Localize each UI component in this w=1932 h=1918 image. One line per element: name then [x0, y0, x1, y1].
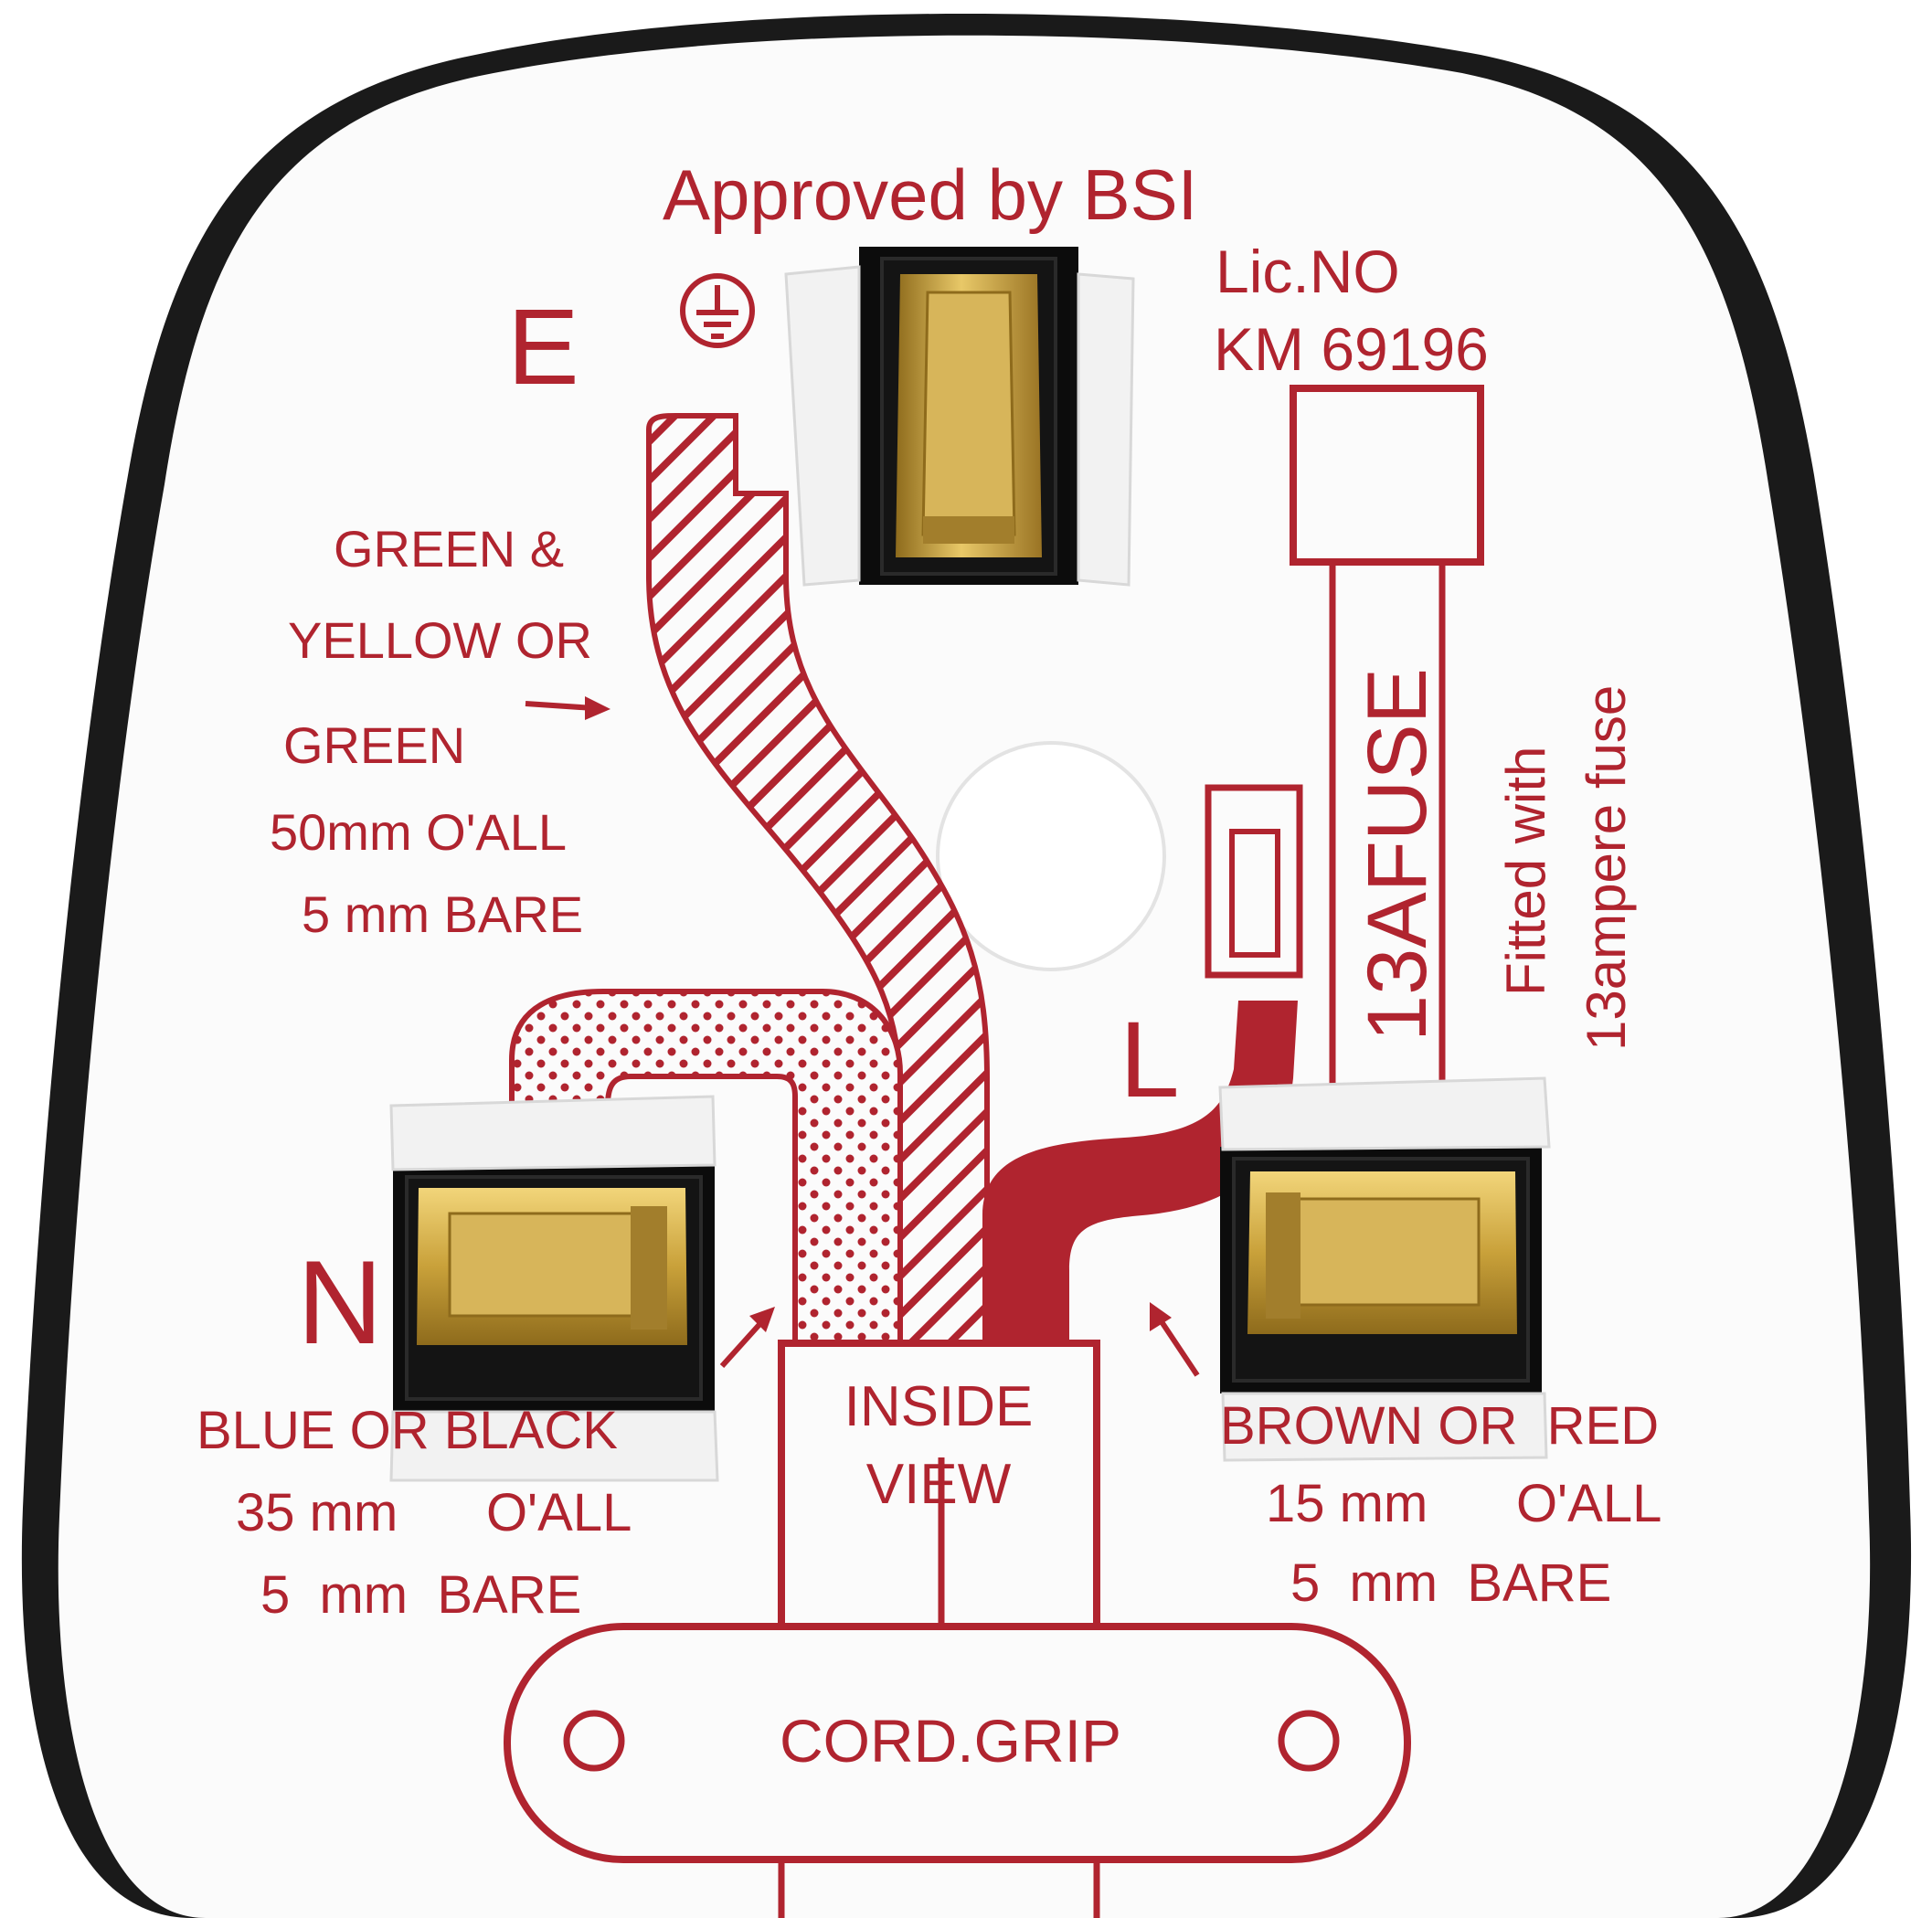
earth-ground-icon — [680, 273, 755, 348]
earth-wire-line4: 50mm O'ALL — [270, 803, 567, 861]
earth-wire-line2: YELLOW OR — [288, 611, 592, 669]
live-wire-line3: 5 mm BARE — [1290, 1553, 1611, 1613]
cord-grip-screw-left-icon — [563, 1710, 625, 1772]
fuse-clip-outer — [1205, 784, 1303, 979]
live-arrow-icon — [1150, 1302, 1200, 1377]
earth-wire-line1: GREEN & — [334, 520, 564, 578]
live-wire-line1: BROWN OR RED — [1220, 1396, 1659, 1456]
fuse-label: 13AFUSE — [1351, 668, 1444, 1042]
neutral-arrow-icon — [719, 1307, 775, 1369]
fuse-box — [1290, 385, 1484, 566]
live-letter: L — [1120, 1000, 1180, 1120]
neutral-wire-dotted — [509, 989, 903, 1346]
inside-view-line2: VIEW — [866, 1453, 1012, 1516]
licence-number: KM 69196 — [1214, 315, 1489, 383]
cord-grip-screw-right-icon — [1278, 1710, 1340, 1772]
neutral-wire-line2: 35 mm O'ALL — [236, 1483, 632, 1542]
fuse-note-line2: 13ampere fuse — [1576, 685, 1637, 1051]
cord-grip-outline — [504, 1623, 1411, 1863]
neutral-wire-line3: 5 mm BARE — [260, 1565, 581, 1625]
inside-view-line1: INSIDE — [844, 1375, 1034, 1438]
earth-letter: E — [507, 287, 579, 408]
fuse-clip-inner — [1229, 829, 1280, 958]
approval-text: Approved by BSI — [663, 154, 1197, 235]
live-wire-solid — [982, 1001, 1298, 1343]
neutral-sleeve — [389, 1095, 719, 1482]
fuse-note-line1: Fitted with — [1495, 747, 1556, 996]
cord-grip-label: CORD.GRIP — [780, 1707, 1121, 1775]
earth-wire-line5: 5 mm BARE — [302, 885, 583, 943]
earth-wire-line3: GREEN — [283, 716, 465, 774]
live-pin — [1220, 1147, 1542, 1393]
neutral-letter: N — [297, 1235, 383, 1369]
screw-hole — [936, 741, 1166, 971]
neutral-pin — [393, 1165, 715, 1412]
live-sleeve — [1218, 1076, 1551, 1462]
earth-arrow-icon — [525, 696, 610, 720]
neutral-wire-line1: BLUE OR BLACK — [196, 1401, 618, 1460]
earth-pin — [859, 247, 1078, 585]
live-wire-line2: 15 mm O'ALL — [1266, 1474, 1661, 1533]
licence-label: Lic.NO — [1215, 238, 1400, 305]
earth-sleeve — [784, 265, 1135, 587]
